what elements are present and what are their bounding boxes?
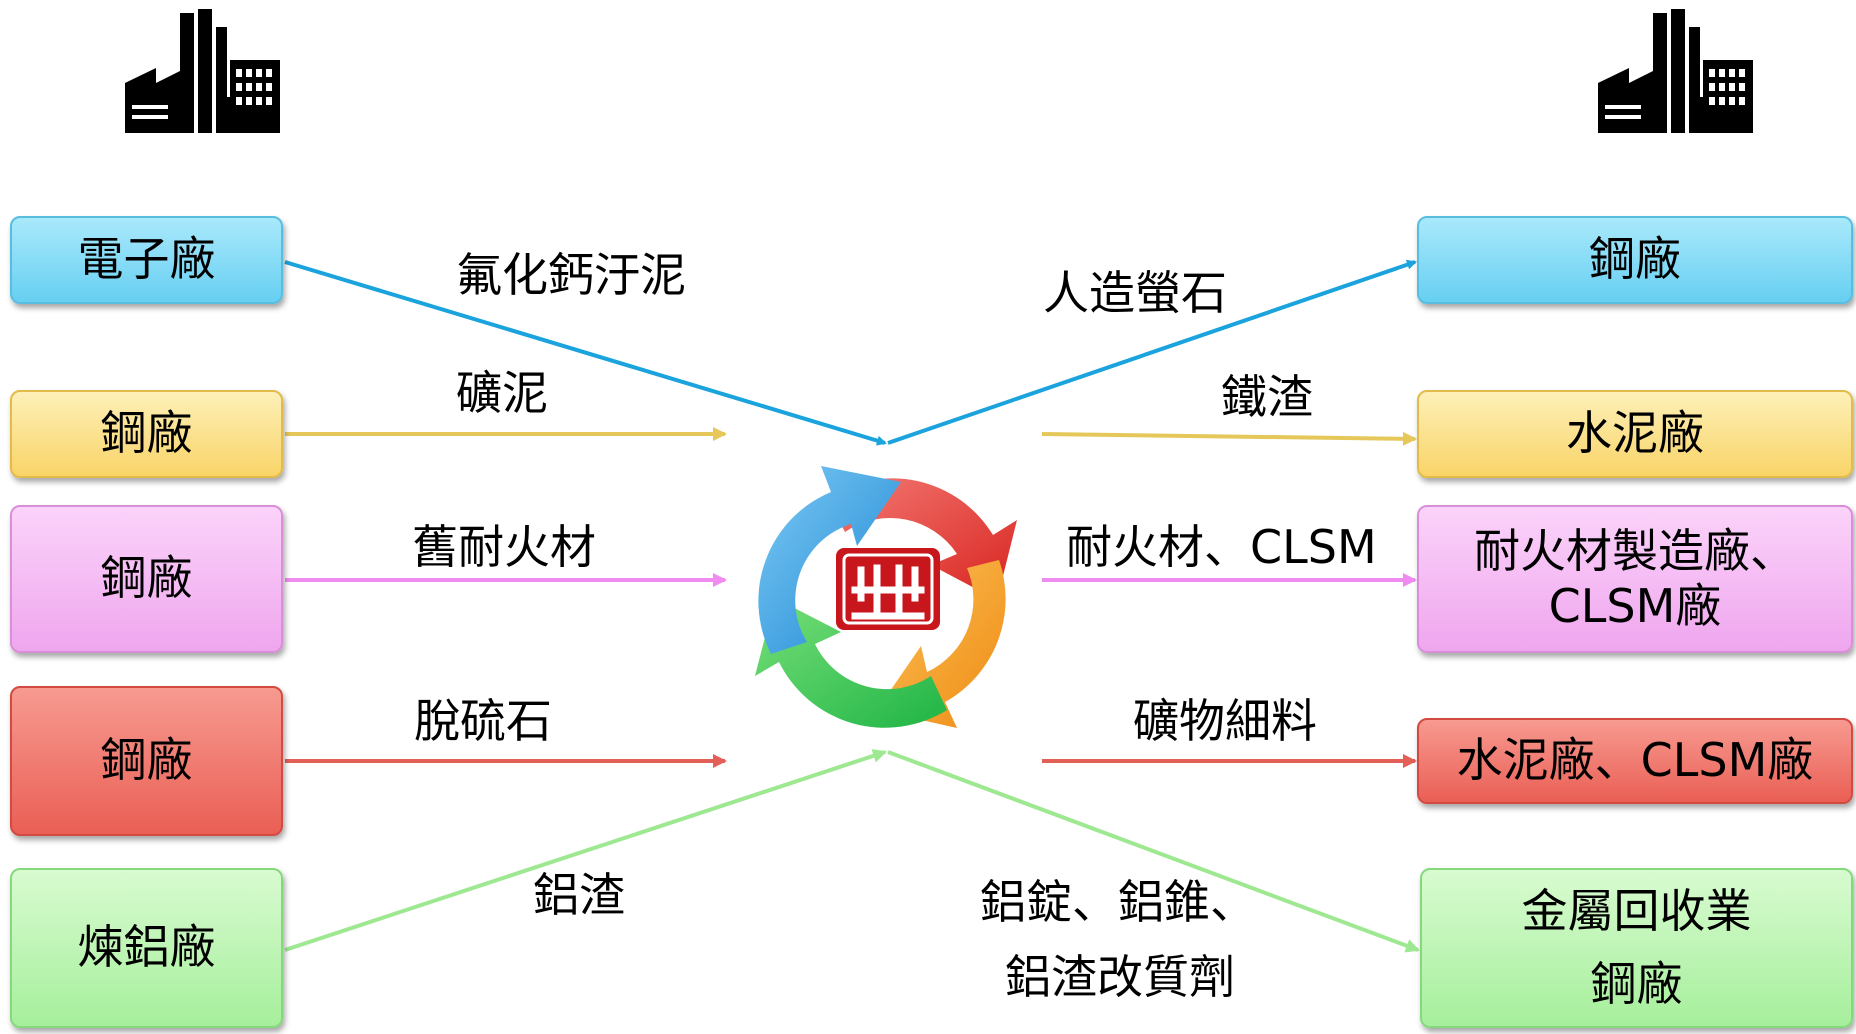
destination-label: 鋼廠 (1589, 232, 1681, 287)
factory-icon (1598, 9, 1753, 133)
arrow-out-blue (887, 259, 1417, 445)
source-label: 鋼廠 (100, 406, 193, 461)
cycle-arrow-orange (877, 560, 1006, 728)
factory-icon (125, 9, 280, 133)
output-label-synthetic-fluorite: 人造螢石 (1043, 266, 1227, 320)
input-label-used-refractory: 舊耐火材 (412, 520, 596, 574)
recycle-cycle-icon (755, 466, 1017, 728)
source-box-electronics-plant: 電子廠 (10, 216, 283, 304)
destination-label: 水泥廠 (1566, 406, 1704, 461)
source-label: 鋼廠 (100, 551, 193, 606)
output-label-aluminum-products-line1: 鋁錠、鋁錐、 (980, 875, 1256, 929)
arrow-in-blue (284, 260, 887, 446)
input-label-desulfurization-stone: 脫硫石 (414, 694, 552, 748)
destination-label-line1: 耐火材製造廠、 (1474, 523, 1796, 578)
destination-label: 水泥廠、CLSM廠 (1456, 733, 1814, 788)
destination-label-line2: CLSM廠 (1548, 579, 1722, 633)
source-label: 鋼廠 (100, 733, 193, 788)
destination-box-refractory-clsm-plant: 耐火材製造廠、 CLSM廠 (1417, 505, 1853, 653)
input-label-mineral-sludge: 礦泥 (456, 366, 548, 420)
source-label: 電子廠 (77, 232, 216, 287)
cycle-arrow-green (755, 598, 947, 728)
cycle-arrow-blue (758, 466, 901, 654)
destination-box-cement-plant: 水泥廠 (1417, 390, 1853, 478)
output-label-aluminum-products-line2: 鋁渣改質劑 (1005, 950, 1235, 1004)
input-label-calcium-fluoride-sludge: 氟化鈣汙泥 (456, 248, 686, 302)
destination-label-line1: 金屬回收業 (1521, 883, 1752, 938)
destination-label-line2: 鋼廠 (1590, 957, 1683, 1011)
source-box-steel-plant-pink: 鋼廠 (10, 505, 283, 653)
output-label-iron-slag: 鐵渣 (1221, 370, 1313, 424)
arrow-in-green (284, 749, 887, 952)
source-box-aluminum-smelter: 煉鋁廠 (10, 868, 283, 1028)
destination-box-metal-recycling: 金屬回收業 鋼廠 (1420, 868, 1853, 1028)
input-label-aluminum-dross: 鋁渣 (533, 868, 625, 922)
output-label-refractory-clsm: 耐火材、CLSM (1066, 520, 1377, 574)
source-label: 煉鋁廠 (77, 920, 216, 975)
source-box-steel-plant-red: 鋼廠 (10, 686, 283, 836)
company-logo (836, 548, 940, 630)
output-label-mineral-fines: 礦物細料 (1133, 694, 1317, 748)
source-box-steel-plant-yellow: 鋼廠 (10, 390, 283, 478)
arrow-out-yellow (1041, 431, 1417, 446)
destination-box-steel-plant: 鋼廠 (1417, 216, 1853, 304)
arrow-out-green (887, 750, 1420, 953)
destination-box-cement-clsm-plant: 水泥廠、CLSM廠 (1417, 718, 1853, 804)
